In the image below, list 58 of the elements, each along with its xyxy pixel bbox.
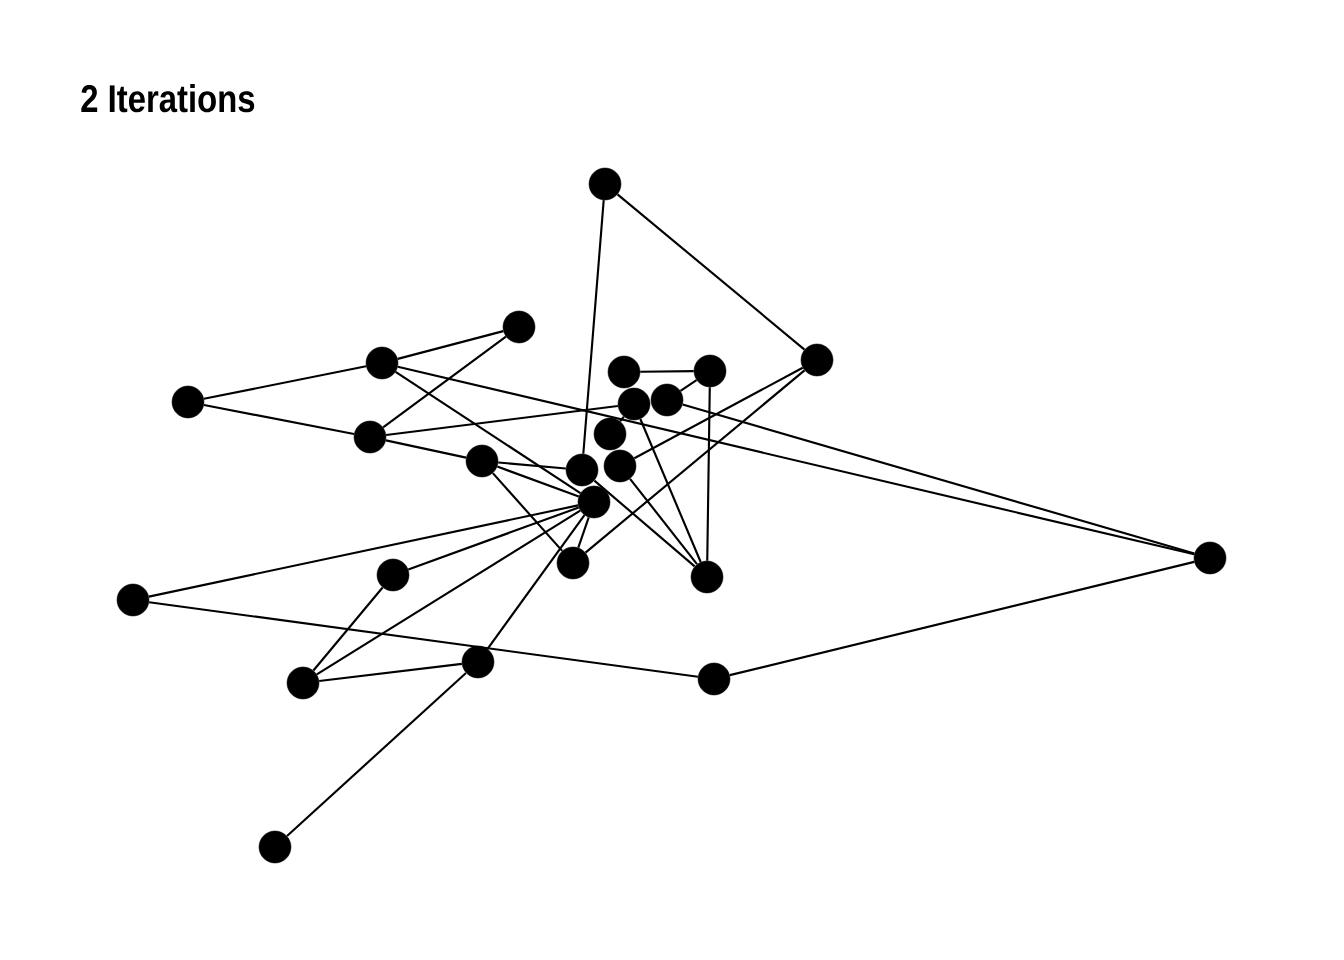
title: 2 Iterations: [81, 83, 255, 113]
graph-node: [690, 560, 724, 594]
graph-node: [171, 385, 205, 419]
graph-node: [461, 645, 495, 679]
edge-line: [148, 504, 579, 598]
edge-line: [629, 478, 698, 565]
graph-node: [502, 310, 536, 344]
edge-line: [496, 465, 580, 498]
graph-node: [577, 485, 611, 519]
graph-node: [697, 662, 731, 696]
edge-line: [395, 371, 581, 494]
edge-line: [148, 601, 699, 678]
edge-line: [203, 404, 355, 435]
edge-line: [386, 404, 618, 437]
graph-node: [376, 558, 410, 592]
edge-line: [397, 330, 504, 360]
edge-line: [407, 506, 580, 571]
graph-node: [588, 167, 622, 201]
edge-line: [397, 365, 1195, 556]
edge-line: [682, 403, 1195, 555]
edge-line: [577, 517, 590, 548]
graph-node: [603, 449, 637, 483]
edge-line: [593, 479, 696, 568]
edge-line: [319, 662, 462, 683]
edge-line: [286, 672, 467, 837]
graph-node: [800, 343, 834, 377]
edge-line: [385, 439, 467, 459]
edge-line: [382, 335, 507, 429]
edge-line: [633, 366, 804, 460]
edge-line: [616, 193, 806, 351]
edge-line: [639, 418, 702, 563]
edge-line: [584, 369, 806, 554]
graph-node: [258, 830, 292, 864]
edge-line: [640, 370, 694, 373]
edge-line: [619, 416, 625, 422]
edge-line: [706, 387, 711, 561]
edge-line: [679, 379, 698, 392]
graph-node: [593, 417, 627, 451]
edge-line: [486, 514, 586, 650]
graph-node: [116, 583, 150, 617]
graph-node: [565, 453, 599, 487]
edge-line: [582, 200, 605, 454]
graph-node: [617, 387, 651, 421]
graph-node: [650, 383, 684, 417]
graph-node: [353, 420, 387, 454]
edge-line: [312, 586, 384, 672]
edge-line: [492, 472, 563, 552]
graph-node: [365, 346, 399, 380]
edge-line: [498, 461, 566, 470]
edge-line: [729, 560, 1195, 677]
graph-node: [286, 666, 320, 700]
graph-node: [556, 546, 590, 580]
graph-node: [1193, 541, 1227, 575]
edge-line: [316, 509, 581, 676]
graph-node: [693, 354, 727, 388]
graph-node: [607, 355, 641, 389]
graph-node: [465, 444, 499, 478]
edge-line: [203, 365, 367, 400]
